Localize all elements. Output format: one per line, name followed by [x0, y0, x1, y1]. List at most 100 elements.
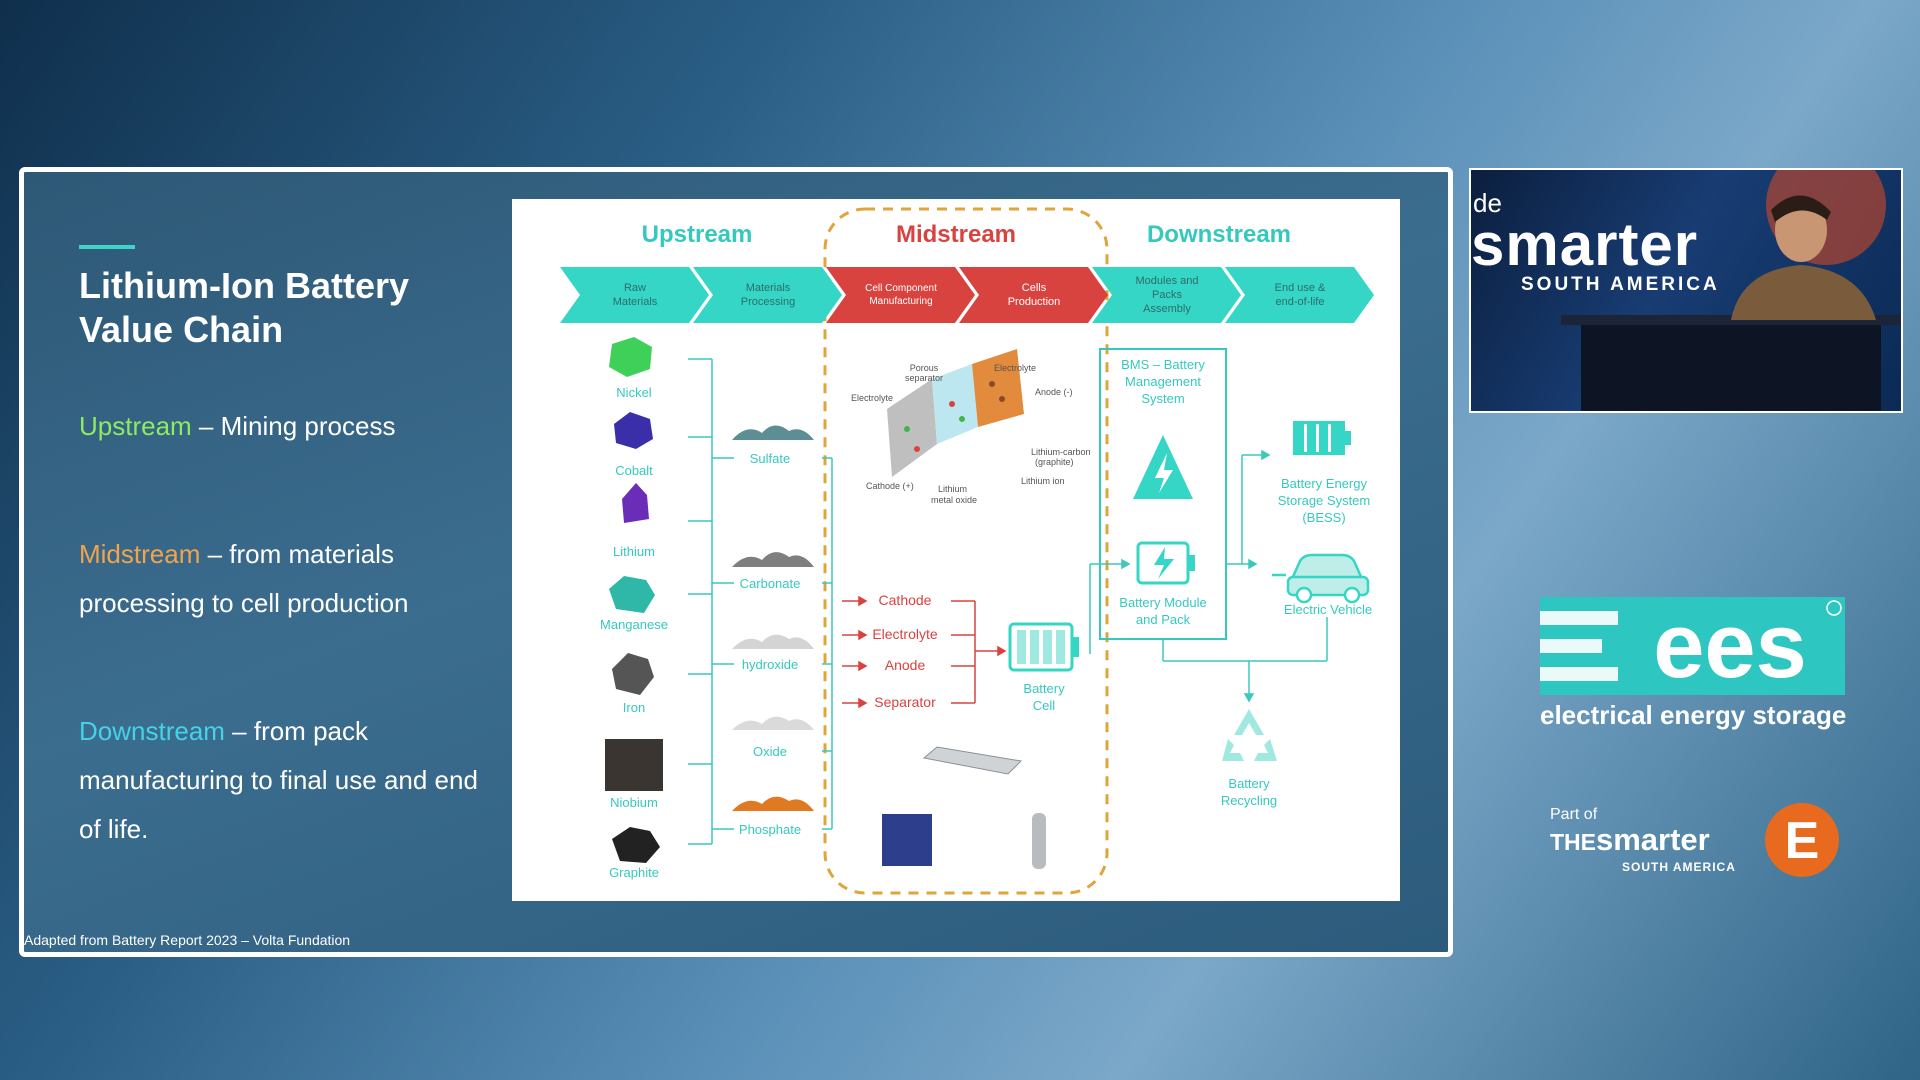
raw-material-label: Graphite — [609, 865, 659, 880]
upstream-connector-lines — [688, 358, 833, 845]
battery-cell-label: Cell — [1033, 698, 1056, 713]
nickel-rock-icon — [609, 337, 652, 377]
webcam-watermark-prefix: de — [1473, 188, 1502, 218]
bullet-midstream: Midstream – from materials processing to… — [79, 530, 479, 628]
chevron-cells-production — [959, 267, 1108, 323]
cell-diagram-label: Porous — [910, 363, 939, 373]
bullet-upstream: Upstream – Mining process — [79, 402, 479, 451]
cell-diagram-label: Lithium ion — [1021, 476, 1065, 486]
source-citation: Adapted from Battery Report 2023 – Volta… — [24, 932, 351, 948]
cell-diagram-label: Lithium — [938, 484, 967, 494]
cell-component-label: Anode — [885, 657, 926, 673]
electric-vehicle-icon — [1272, 553, 1370, 604]
battery-cell-icon — [1008, 622, 1079, 672]
chevron-label: end-of-life — [1276, 296, 1325, 308]
cell-diagram-label: separator — [905, 373, 943, 383]
recycling-label: Recycling — [1221, 793, 1277, 808]
raw-material-label: Manganese — [600, 617, 668, 632]
bullet-text: – Mining process — [191, 411, 396, 441]
speaker-jacket — [1731, 265, 1876, 320]
cell-diagram-label: Anode (-) — [1035, 387, 1073, 397]
chevron-label: Manufacturing — [869, 296, 932, 307]
sulfate-pile-icon — [732, 425, 814, 440]
midstream-connector-lines — [842, 595, 1007, 709]
cell-diagram-label: Cathode (+) — [866, 481, 914, 491]
title-accent-line — [79, 245, 135, 249]
speaker-silhouette — [1561, 170, 1901, 411]
chevron-label: Packs — [1152, 289, 1182, 301]
chevron-label: Modules and — [1136, 275, 1199, 287]
raw-material-label: Cobalt — [615, 463, 653, 478]
the-smarter-the: THE — [1550, 829, 1596, 855]
the-smarter-sub: SOUTH AMERICA — [1622, 860, 1736, 874]
speaker-head — [1775, 198, 1827, 262]
recycling-label: Battery — [1228, 776, 1270, 791]
cell-component-label: Electrolyte — [872, 626, 938, 642]
chevron-label: Production — [1008, 296, 1061, 308]
chevron-label: Cell Component — [865, 283, 937, 294]
stage-midstream: Midstream — [896, 221, 1016, 248]
battery-cell-label: Battery — [1023, 681, 1065, 696]
raw-material-label: Lithium — [613, 544, 655, 559]
pouch-cell-icon — [922, 746, 1023, 775]
bullet-text: – from pack manufacturing to final use a… — [79, 716, 478, 844]
value-chain-svg: Upstream Midstream Downstream Raw Materi… — [560, 207, 1374, 895]
carbonate-pile-icon — [732, 552, 814, 567]
smarter-e-letter: E — [1785, 812, 1820, 870]
cobalt-rock-icon — [614, 412, 653, 449]
webcam-watermark-sub: SOUTH AMERICA — [1521, 274, 1720, 295]
cell-cross-section-icon — [887, 349, 1024, 477]
battery-module-icon — [1136, 541, 1195, 585]
chevron-label: Materials — [746, 282, 791, 294]
chevron-end-use — [1225, 267, 1374, 323]
chevron-cell-component-manufacturing — [826, 267, 975, 323]
presentation-slide: Lithium-Ion Battery Value Chain Upstream… — [19, 167, 1453, 957]
cell-component-label: Cathode — [879, 592, 932, 608]
chevron-label: Raw — [624, 282, 646, 294]
speaker-webcam-feed: de smarter SOUTH AMERICA — [1469, 168, 1903, 413]
bullet-keyword: Downstream — [79, 716, 225, 746]
raw-material-label: Iron — [623, 700, 645, 715]
cell-diagram-label: Electrolyte — [994, 363, 1036, 373]
processed-material-label: Oxide — [753, 744, 787, 759]
cell-diagram-label: metal oxide — [931, 495, 977, 505]
the-smarter-logo-text: THEsmarter — [1550, 822, 1710, 858]
raw-material-label: Niobium — [610, 795, 658, 810]
chevron-label: Processing — [741, 296, 795, 308]
cell-component-label: Separator — [874, 694, 936, 710]
battery-module-label: Battery Module — [1119, 595, 1206, 610]
bms-label: BMS – Battery — [1121, 357, 1205, 372]
cylindrical-cell-icon — [1032, 813, 1046, 869]
the-smarter-word: smarter — [1596, 822, 1710, 857]
recycling-icon — [1222, 709, 1277, 761]
battery-module-label: and Pack — [1136, 612, 1191, 627]
stage-upstream: Upstream — [642, 221, 753, 248]
cell-diagram-label: Electrolyte — [851, 393, 893, 403]
downstream-connector-lines — [1089, 449, 1328, 703]
stage-downstream: Downstream — [1147, 221, 1291, 248]
value-chain-diagram: Upstream Midstream Downstream Raw Materi… — [512, 199, 1400, 901]
bullet-downstream: Downstream – from pack manufacturing to … — [79, 707, 479, 854]
processed-material-label: Phosphate — [739, 822, 801, 837]
bms-label: Management — [1125, 374, 1201, 389]
ees-logo: ees — [1540, 597, 1845, 697]
chevron-label: End use & — [1275, 282, 1326, 294]
graphite-rock-icon — [612, 827, 660, 863]
smarter-e-logo-icon: E — [1765, 803, 1839, 877]
chevron-label: Cells — [1022, 282, 1047, 294]
bess-label: Battery Energy — [1281, 476, 1367, 491]
chevron-label: Materials — [613, 296, 658, 308]
podium — [1581, 320, 1881, 411]
niobium-crystal-icon — [605, 739, 663, 791]
lithium-rock-icon — [622, 483, 649, 523]
hydroxide-pile-icon — [732, 634, 814, 649]
bess-battery-icon — [1293, 421, 1351, 455]
webcam-watermark-main: smarter — [1471, 211, 1699, 278]
part-of-label: Part of — [1550, 806, 1598, 823]
chevron-materials-processing — [693, 267, 842, 323]
prismatic-cell-icon — [882, 814, 932, 866]
midstream-dashed-region — [823, 207, 1109, 895]
processed-material-label: Sulfate — [750, 451, 790, 466]
bms-label: System — [1141, 391, 1184, 406]
raw-material-label: Nickel — [616, 385, 652, 400]
